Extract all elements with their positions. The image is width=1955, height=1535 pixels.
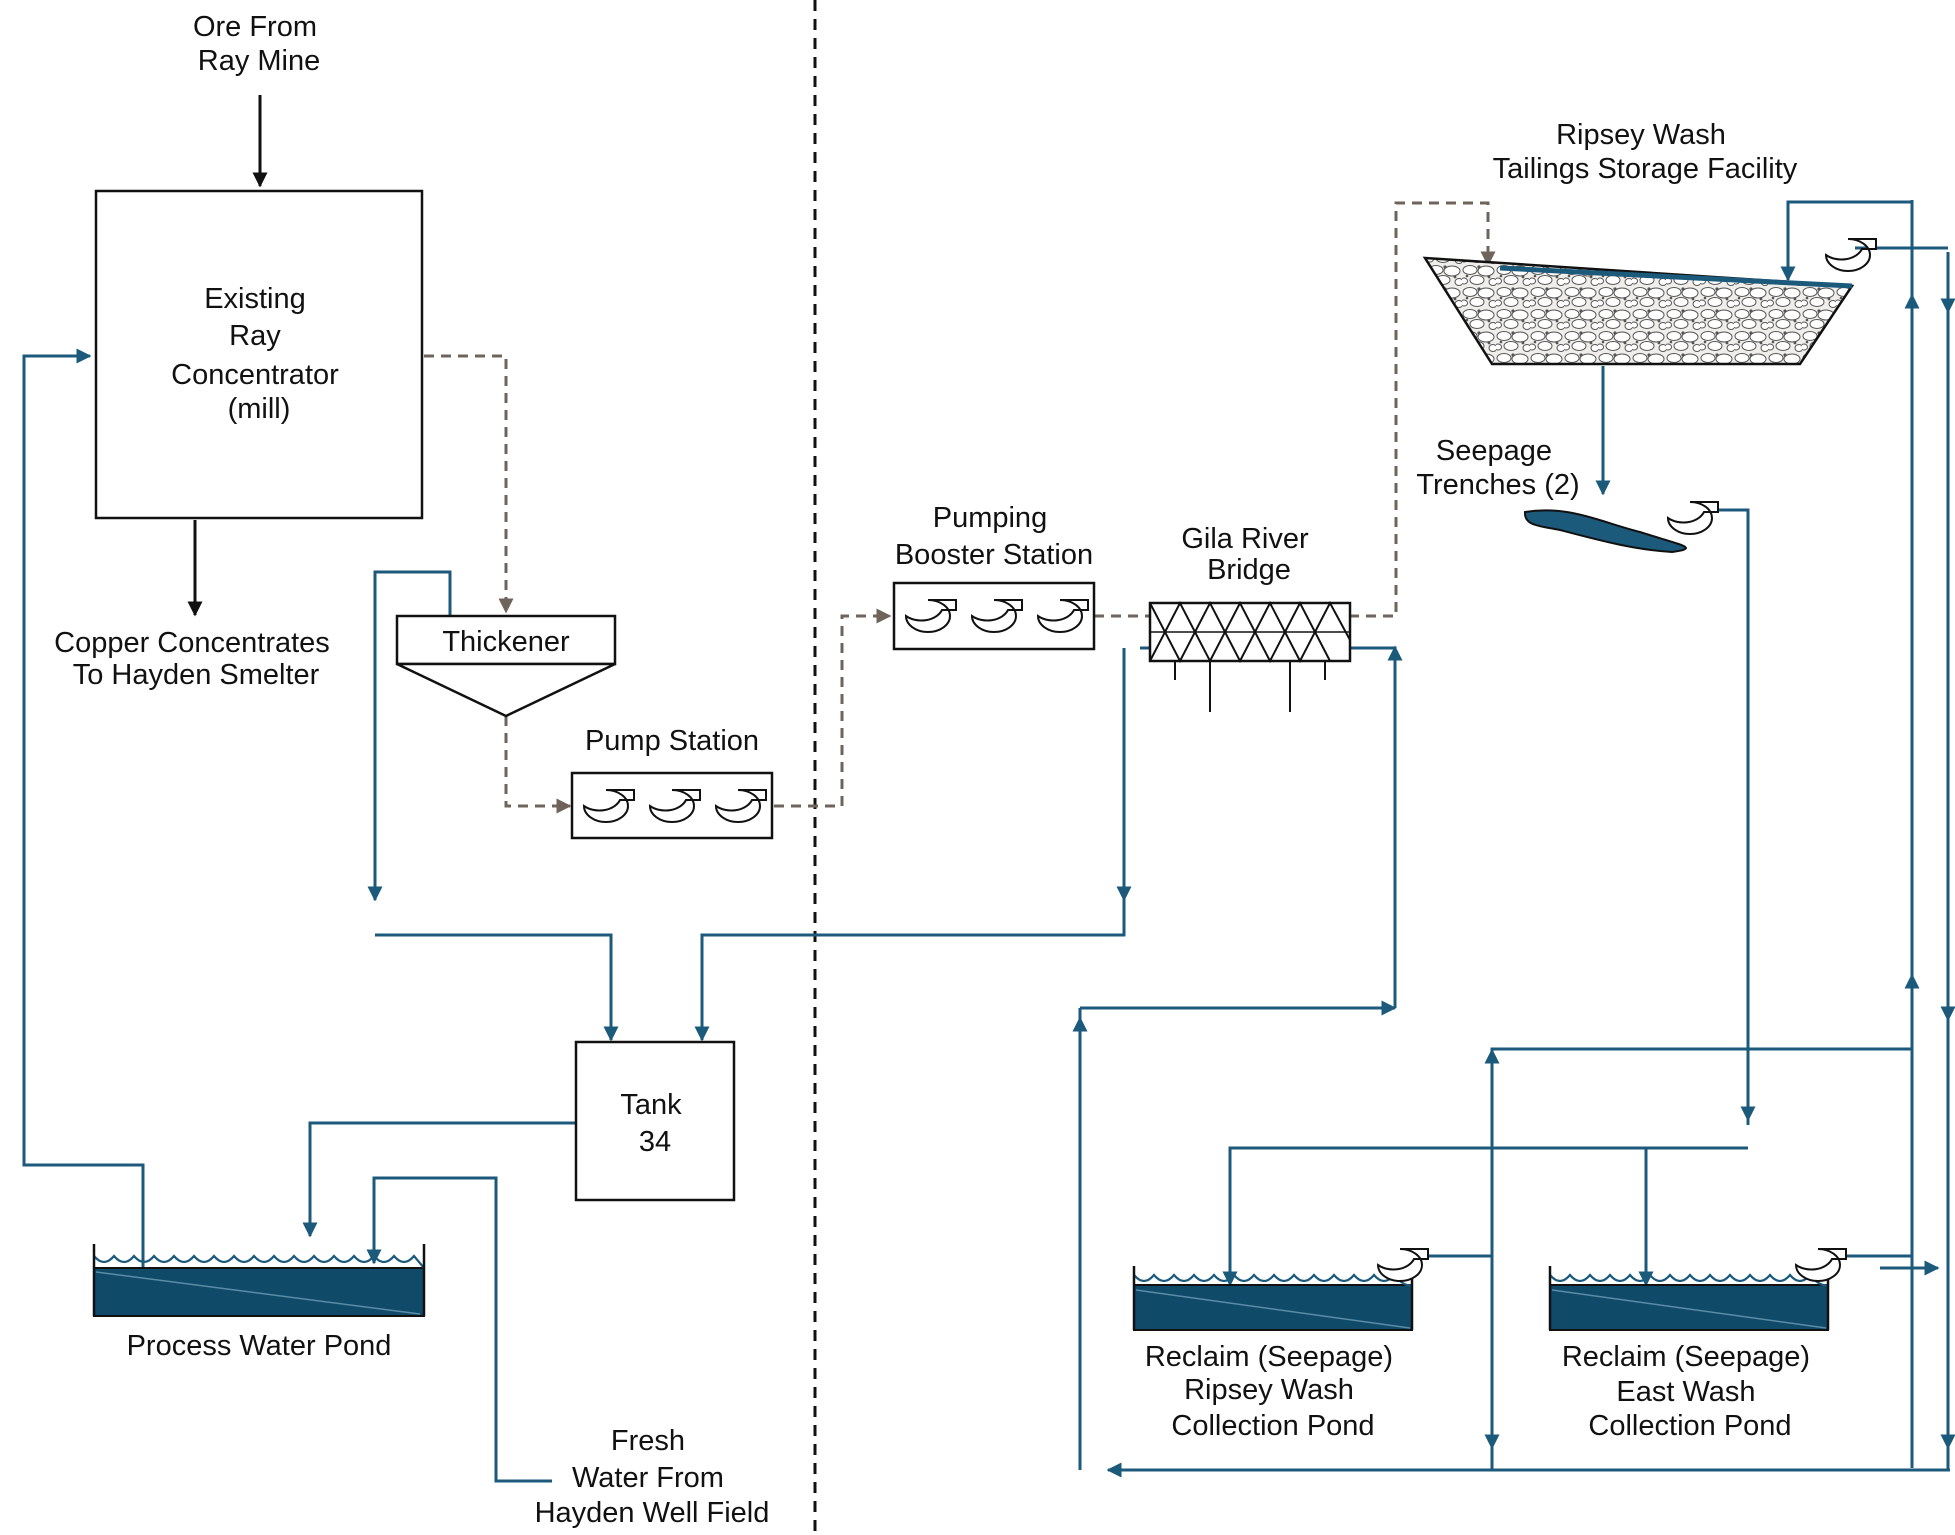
east-pond-label: Reclaim (Seepage) East Wash Collection P… (1562, 1341, 1818, 1442)
slurry-to-tsf (1094, 201, 1496, 618)
pump-icon (648, 789, 701, 823)
booster-station-label: Pumping Booster Station (895, 502, 1093, 571)
pump-icon (1666, 501, 1719, 535)
booster-station-pumps (904, 599, 1089, 633)
pond-waves-icon (1132, 1266, 1414, 1331)
seepage-pump-line (1712, 508, 1750, 1125)
tsf-label: Ripsey Wash Tailings Storage Facility (1493, 119, 1798, 185)
pump-station-pumps (582, 789, 767, 823)
tank-to-pond (302, 1121, 576, 1238)
pond-waves-icon (92, 1244, 426, 1317)
pump-icon (1824, 238, 1877, 272)
slurry-to-booster (774, 608, 892, 808)
tank-34-box (574, 1040, 736, 1202)
pump-station-label: Pump Station (585, 725, 759, 757)
copper-concentrates-label: Copper Concentrates To Hayden Smelter (54, 627, 338, 691)
bridge-return-line (1140, 645, 1403, 1008)
pump-icon (904, 599, 957, 633)
process-water-pond-label: Process Water Pond (127, 1330, 392, 1362)
to-ripsey-pond (1222, 1146, 1748, 1287)
pump-icon (582, 789, 635, 823)
recycle-to-concentrator (22, 348, 145, 1268)
pump-icon (970, 599, 1023, 633)
return-to-tank (694, 648, 1126, 1042)
ore-source-label: Ore From Ray Mine (193, 11, 325, 77)
thickener-label: Thickener (442, 626, 570, 658)
pump-station-box (570, 771, 774, 840)
seepage-trench-icon (1523, 509, 1687, 554)
pump-icon (714, 789, 767, 823)
bridge-icon (1148, 600, 1352, 712)
bridge-label: Gila River Bridge (1181, 523, 1316, 586)
pump-icon (1036, 599, 1089, 633)
seepage-trenches-label: Seepage Trenches (2) (1416, 435, 1579, 501)
reclaim-to-tsf (1780, 200, 1912, 282)
tank-34-label: Tank 34 (620, 1089, 689, 1158)
concentrator-box (94, 189, 424, 520)
concentrator-label: Existing Ray Concentrator (mill) (171, 283, 347, 425)
pump-icon (1376, 1248, 1429, 1282)
pond-waves-icon (1548, 1266, 1830, 1331)
ripsey-pond-label: Reclaim (Seepage) Ripsey Wash Collection… (1145, 1341, 1401, 1442)
pump-icon (1794, 1248, 1847, 1282)
overflow-to-tank (375, 933, 619, 1042)
fresh-water-line (366, 1176, 552, 1483)
slurry-to-thickener (424, 354, 514, 614)
tailings-rock-fill-icon (1422, 256, 1855, 366)
thickener-overflow-line (367, 570, 452, 902)
fresh-water-label: Fresh Water From Hayden Well Field (535, 1425, 770, 1529)
booster-station-box (892, 581, 1096, 651)
slurry-to-pump-station (504, 716, 572, 814)
thickener-icon (395, 614, 617, 718)
